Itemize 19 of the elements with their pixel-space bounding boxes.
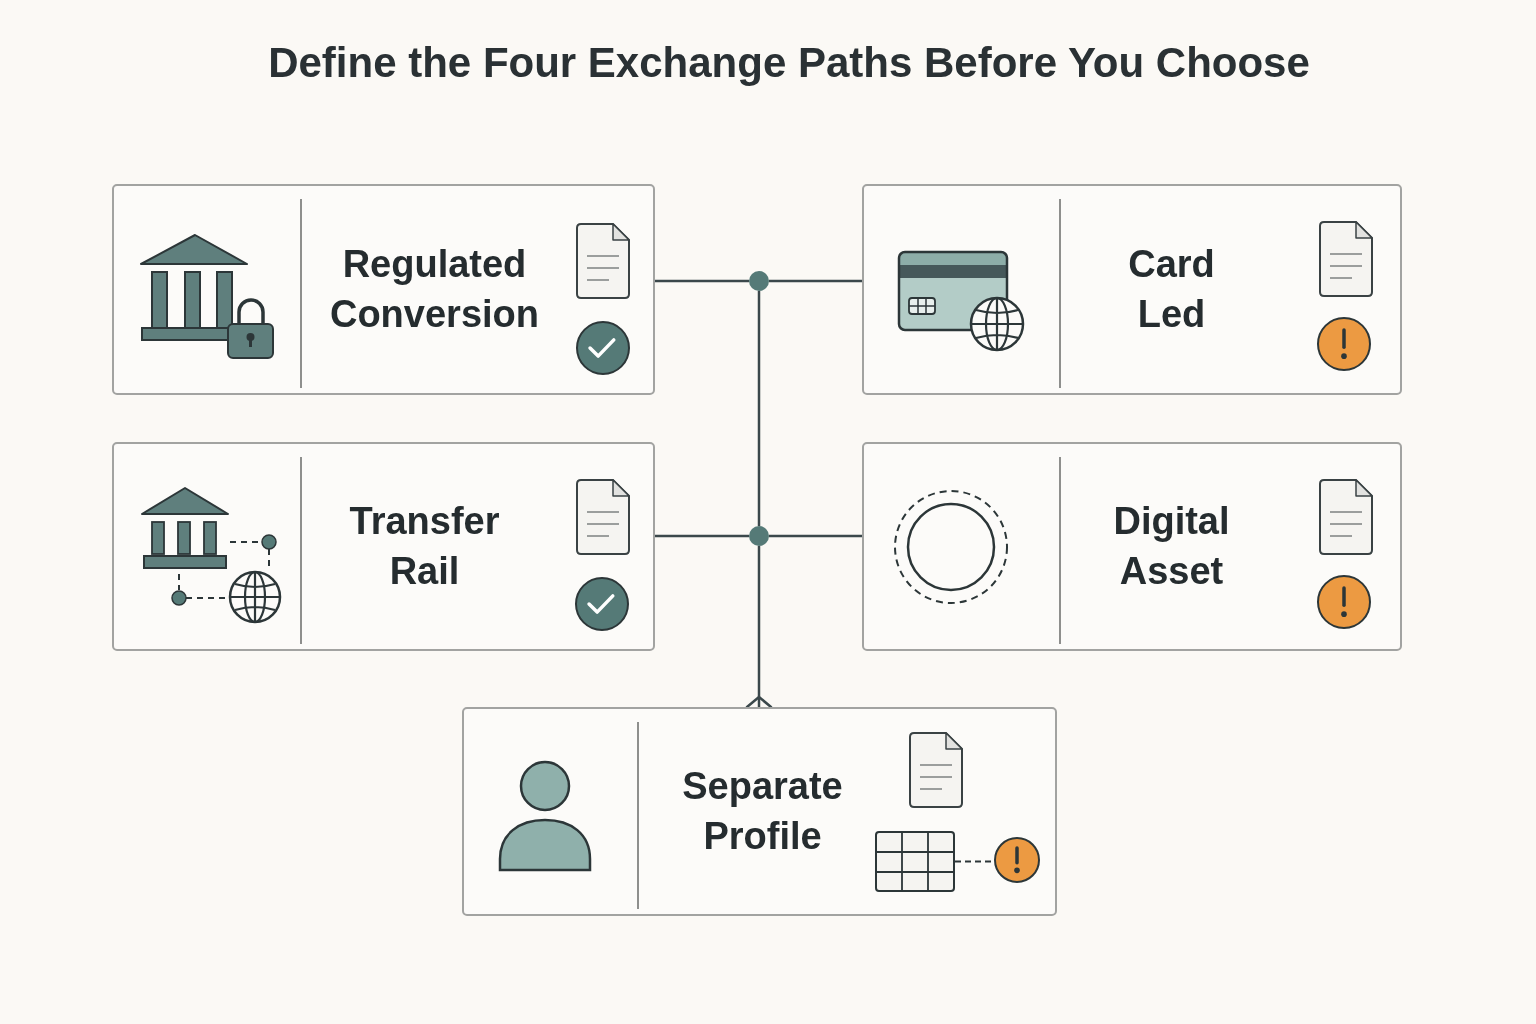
connector-line bbox=[769, 534, 862, 538]
connector-line bbox=[769, 279, 862, 283]
connector-line bbox=[745, 546, 773, 709]
card-title: Separate Profile bbox=[681, 764, 844, 859]
path-card bbox=[862, 184, 1402, 395]
card-title: Digital Asset bbox=[1112, 499, 1231, 594]
junction-dot bbox=[749, 271, 769, 291]
card-title: Transfer Rail bbox=[348, 499, 501, 594]
card-title: Card Led bbox=[1127, 242, 1216, 337]
connector-line bbox=[757, 291, 761, 526]
path-card bbox=[112, 184, 655, 395]
path-card bbox=[862, 442, 1402, 651]
path-card bbox=[112, 442, 655, 651]
path-card bbox=[462, 707, 1057, 916]
junction-dot bbox=[749, 526, 769, 546]
connector-line bbox=[655, 279, 749, 283]
connector-line bbox=[655, 534, 749, 538]
diagram-title: Define the Four Exchange Paths Before You Choose bbox=[268, 38, 1310, 88]
card-title: Regulated Conversion bbox=[328, 242, 540, 337]
